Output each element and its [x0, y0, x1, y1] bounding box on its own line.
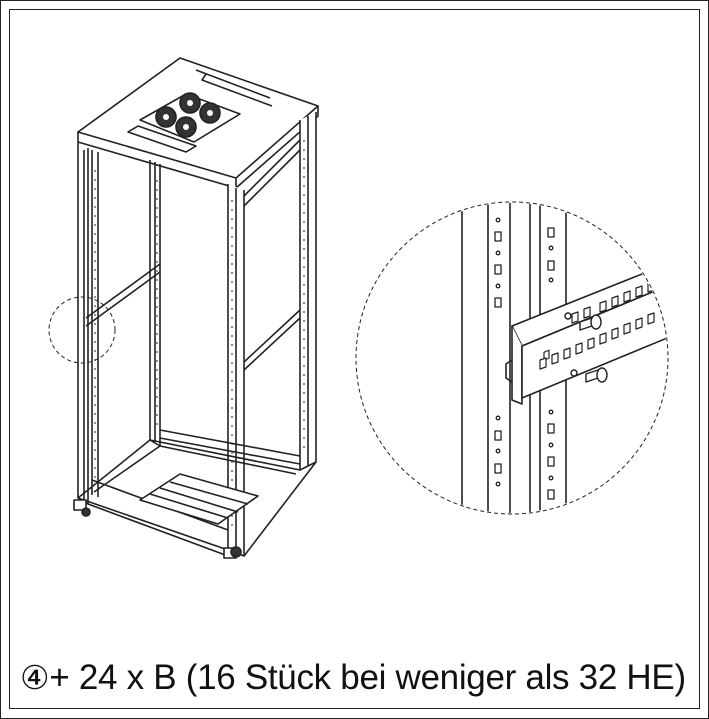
step-caption: ④+ 24 x B (16 Stück bei weniger als 32 H…: [20, 650, 700, 706]
step-text: + 24 x B (16 Stück bei weniger als 32 HE…: [49, 658, 686, 697]
detail-marker-small: [48, 296, 116, 364]
fan-tray-icon: [139, 92, 241, 143]
step-number-icon: ④: [20, 659, 50, 696]
detail-view: [355, 201, 669, 515]
screw-icon: [564, 312, 608, 383]
diagram-border: [9, 9, 700, 709]
rack-cabinet: [73, 57, 319, 559]
